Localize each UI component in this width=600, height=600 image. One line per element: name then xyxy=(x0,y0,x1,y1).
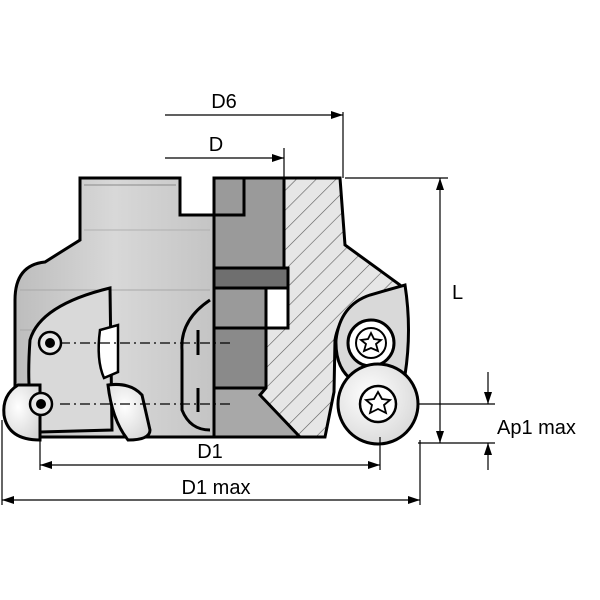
dimension-d xyxy=(165,148,285,178)
clamp-screw-icon xyxy=(37,330,63,356)
inner-pocket-center xyxy=(180,298,211,432)
label-d6: D6 xyxy=(211,91,237,113)
clamp-screw-icon xyxy=(28,391,54,417)
dimension-d1 xyxy=(39,437,381,470)
round-insert-left-mid xyxy=(106,383,152,442)
center-axis-line xyxy=(60,198,230,437)
dimension-l xyxy=(345,177,448,443)
dimension-d1-max xyxy=(1,420,421,505)
dimension-d6 xyxy=(165,111,344,178)
dimension-ap1-max xyxy=(418,372,495,470)
label-l: L xyxy=(452,282,463,304)
label-d1: D1 xyxy=(197,441,223,463)
torx-screw-icon xyxy=(346,318,396,368)
torx-screw-icon xyxy=(358,384,398,424)
label-d1-max: D1 max xyxy=(182,477,251,499)
label-ap1-max: Ap1 max xyxy=(497,417,576,439)
label-d: D xyxy=(209,134,223,156)
